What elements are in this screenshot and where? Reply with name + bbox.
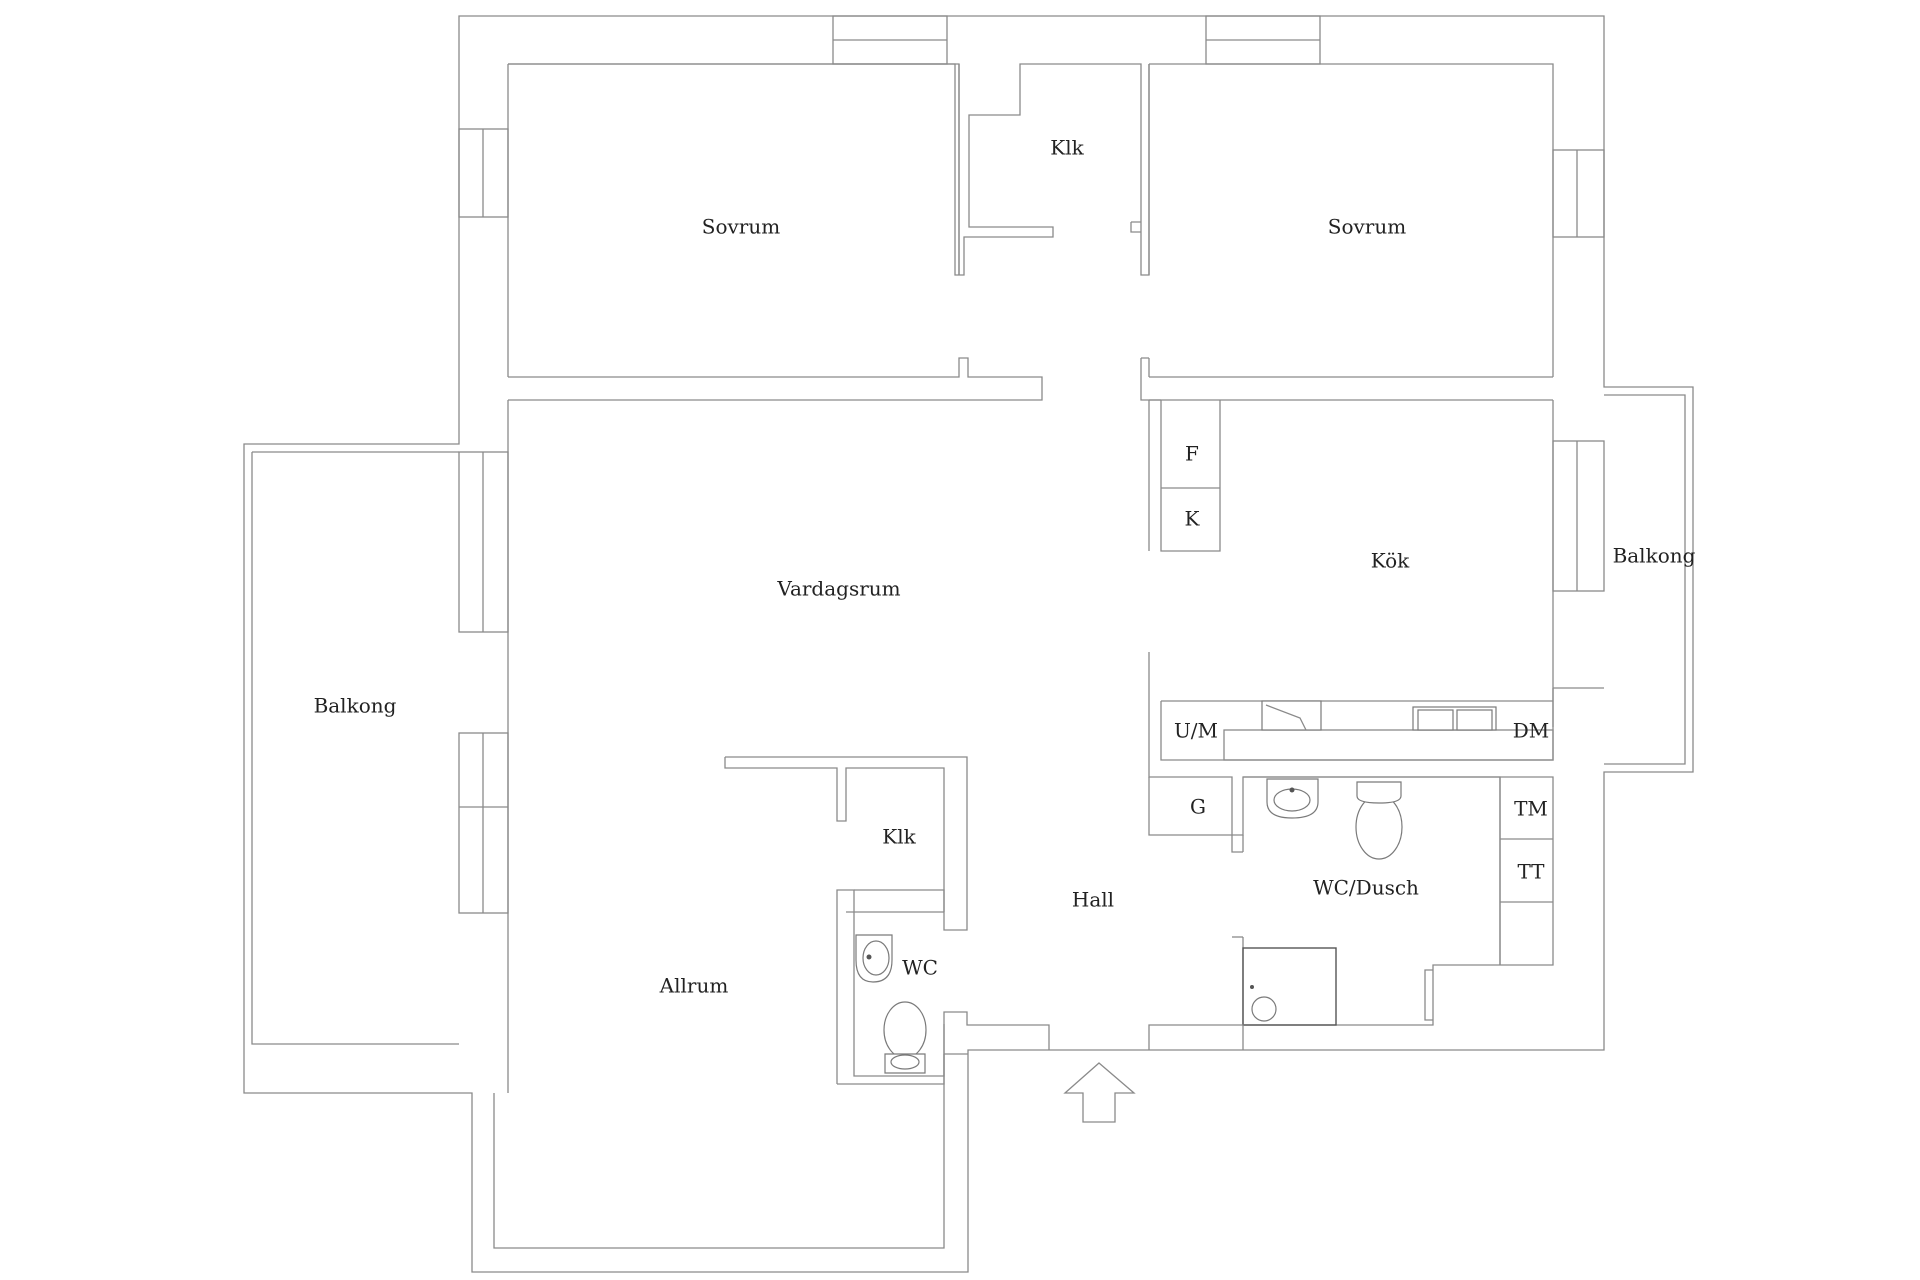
balcony-right [1604,394,1686,765]
bedrooms [508,63,1553,401]
windows [458,15,1605,914]
label-klk-top: Klk [1050,136,1084,160]
label-f: F [1185,442,1199,466]
label-wc: WC [902,956,938,980]
kitchen [1148,400,1604,965]
label-vardagsrum: Vardagsrum [776,577,900,601]
label-wc-dusch: WC/Dusch [1313,876,1419,900]
label-k: K [1185,507,1201,531]
label-tt: TT [1517,860,1545,884]
bathroom [1242,776,1554,1026]
label-sovrum-left: Sovrum [702,215,780,239]
label-hall: Hall [1072,888,1114,912]
hall-walls [724,756,1244,1085]
room-labels: Sovrum Klk Sovrum Vardagsrum Kök Balkong… [314,136,1696,998]
label-tm: TM [1514,797,1548,821]
label-allrum: Allrum [659,974,729,998]
label-g: G [1190,795,1206,819]
label-balkong-right: Balkong [1613,544,1696,568]
balcony-left [251,451,459,1045]
label-dm: DM [1513,719,1550,743]
label-sovrum-right: Sovrum [1328,215,1406,239]
label-balkong-left: Balkong [314,694,397,718]
label-um: U/M [1174,719,1218,743]
label-kok: Kök [1371,549,1410,573]
arrow-up-icon [1063,1062,1136,1123]
label-klk-bottom: Klk [882,825,916,849]
wc-fixtures [855,934,927,1074]
